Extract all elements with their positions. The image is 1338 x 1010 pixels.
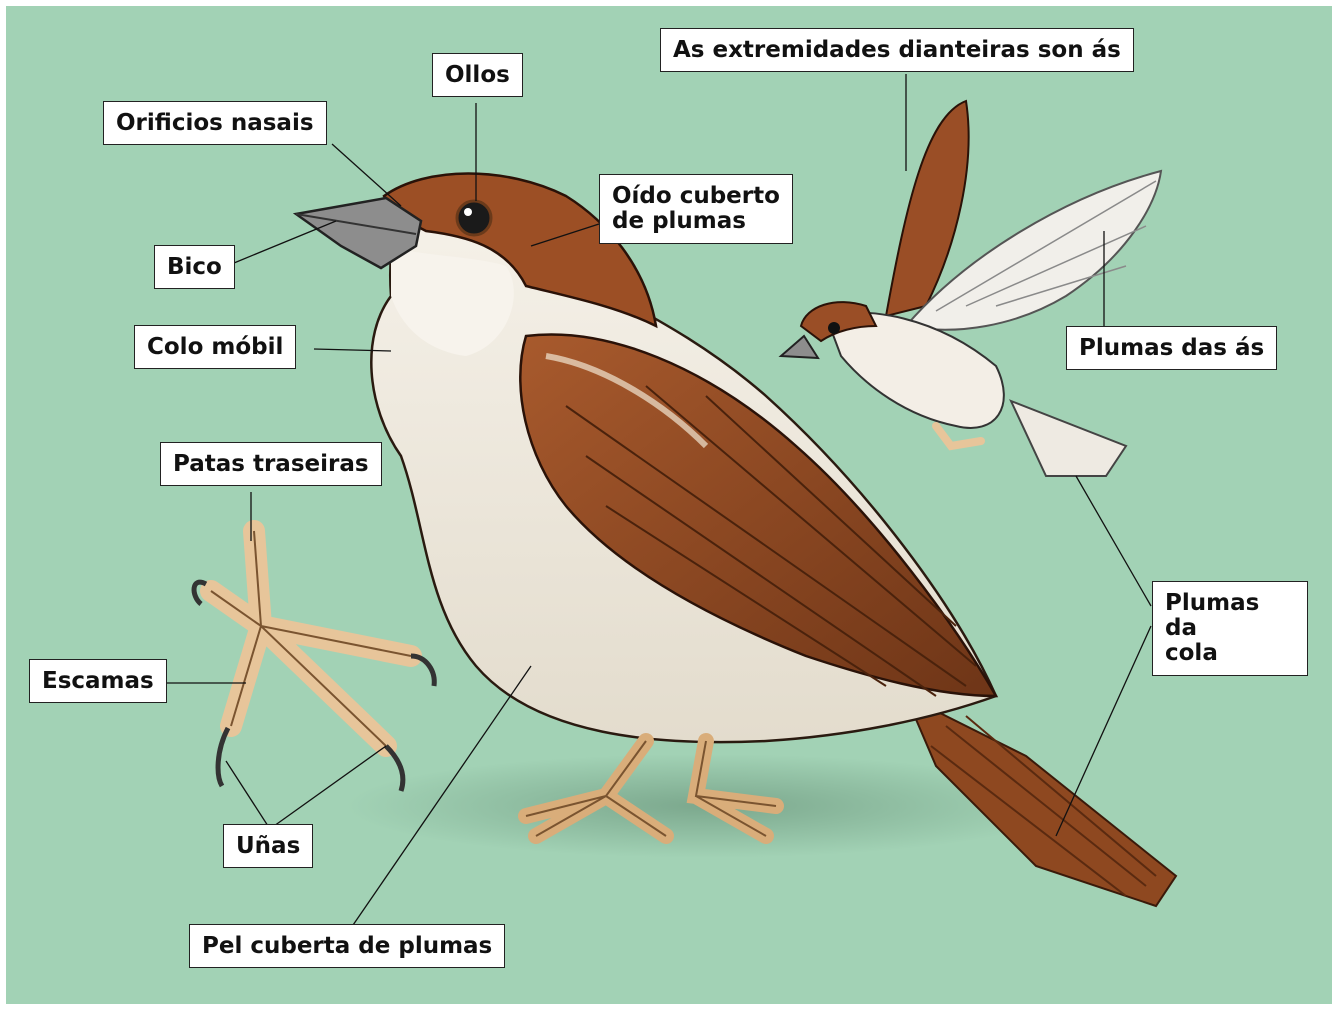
detached-foot: [194, 531, 434, 791]
label-plumas-da-cola: Plumas da cola: [1152, 581, 1308, 676]
bird-illustration: [6, 6, 1332, 1004]
label-patas-traseiras: Patas traseiras: [160, 442, 382, 486]
label-plumas-das-as: Plumas das ás: [1066, 326, 1277, 370]
label-escamas: Escamas: [29, 659, 167, 703]
label-oido: Oído cuberto de plumas: [599, 174, 793, 244]
big-bird-eye: [457, 201, 491, 235]
label-ollos: Ollos: [432, 53, 523, 97]
label-extremidades: As extremidades dianteiras son ás: [660, 28, 1134, 72]
diagram-panel: Ollos Orificios nasais Bico Oído cuberto…: [6, 6, 1332, 1004]
label-bico: Bico: [154, 245, 235, 289]
label-unas: Uñas: [223, 824, 313, 868]
label-colo-mobil: Colo móbil: [134, 325, 296, 369]
label-orificios-nasais: Orificios nasais: [103, 101, 327, 145]
label-pel: Pel cuberta de plumas: [189, 924, 505, 968]
